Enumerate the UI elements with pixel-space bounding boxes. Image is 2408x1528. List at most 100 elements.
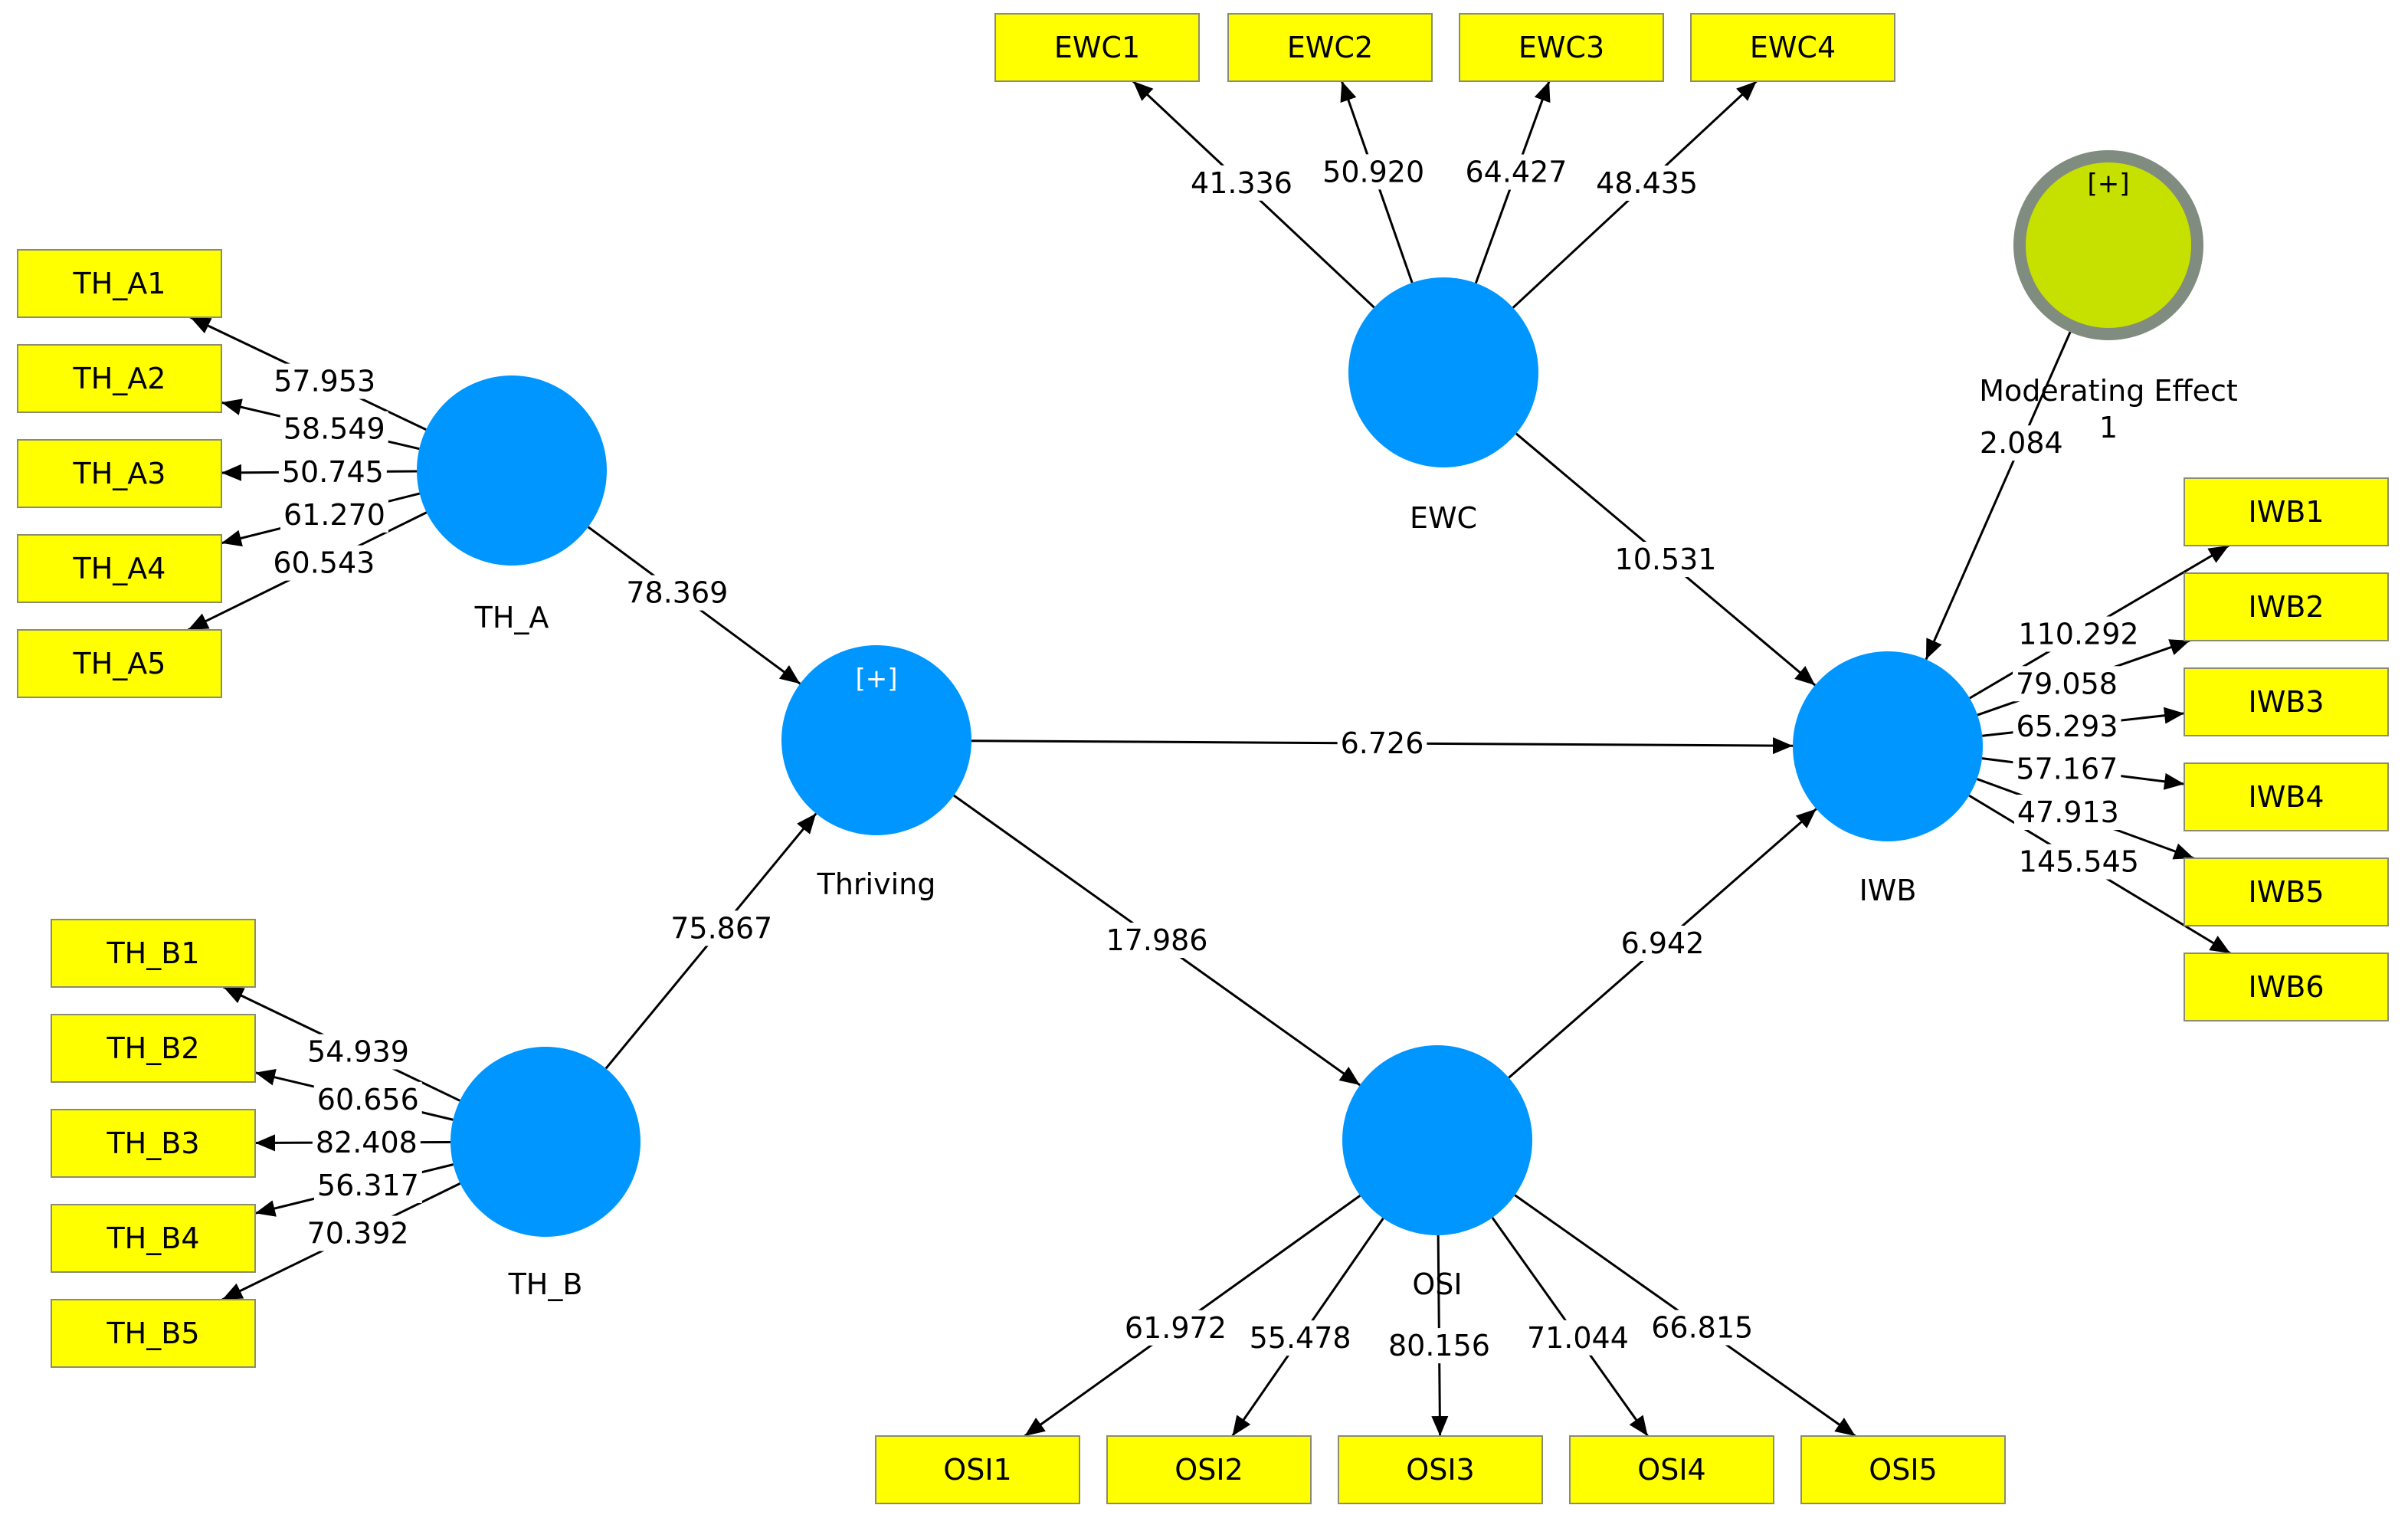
latent-circle-th-a[interactable] — [417, 375, 607, 566]
indicator-th-b5[interactable]: TH_B5 — [51, 1299, 256, 1368]
indicator-th-a1[interactable]: TH_A1 — [17, 249, 222, 318]
loading-value-ewc4-text: 48.435 — [1596, 166, 1698, 200]
indicator-box-ewc3[interactable] — [1459, 13, 1664, 82]
indicator-label-iwb3: IWB3 — [2248, 685, 2324, 719]
indicator-ewc3[interactable]: EWC3 — [1459, 13, 1664, 82]
indicator-box-iwb1[interactable] — [2184, 477, 2389, 546]
indicator-box-th-b5[interactable] — [51, 1299, 256, 1368]
indicator-box-th-b4[interactable] — [51, 1204, 256, 1273]
loading-value-th-a3: 50.745 — [278, 454, 387, 490]
indicator-osi3[interactable]: OSI3 — [1338, 1435, 1543, 1504]
indicator-box-osi2[interactable] — [1106, 1435, 1312, 1504]
indicator-box-th-b1[interactable] — [51, 919, 256, 988]
path-value-mod-to-iwb: 2.084 — [1976, 425, 2066, 461]
path-value-ewc-to-iwb-text: 10.531 — [1615, 543, 1717, 576]
latent-label-th-a: TH_A — [474, 601, 549, 634]
loading-value-osi4-text: 71.044 — [1527, 1321, 1629, 1355]
indicator-ewc2[interactable]: EWC2 — [1227, 13, 1433, 82]
indicator-th-b3[interactable]: TH_B3 — [51, 1109, 256, 1178]
indicator-box-iwb2[interactable] — [2184, 572, 2389, 641]
indicator-box-ewc1[interactable] — [994, 13, 1200, 82]
loading-value-th-b1: 54.939 — [304, 1034, 412, 1070]
indicator-box-th-a3[interactable] — [17, 439, 222, 508]
loading-value-th-b5-bg — [303, 1215, 412, 1251]
indicator-osi2[interactable]: OSI2 — [1106, 1435, 1312, 1504]
path-line-mod-to-iwb — [1925, 326, 2074, 661]
latent-circle-iwb[interactable] — [1793, 651, 1983, 841]
loading-value-th-b3-bg — [312, 1124, 421, 1160]
loading-value-ewc3-text: 64.427 — [1465, 156, 1567, 189]
latent-circle-ewc[interactable] — [1348, 277, 1538, 467]
loading-value-th-b5-text: 70.392 — [307, 1217, 409, 1251]
latent-label-iwb: IWB — [1859, 874, 1917, 907]
indicator-label-th-b2: TH_B2 — [106, 1031, 199, 1065]
indicator-label-th-b3: TH_B3 — [106, 1126, 199, 1160]
latent-th-b[interactable]: TH_B — [450, 1047, 640, 1301]
loading-value-th-a4-bg — [280, 497, 388, 533]
indicator-box-th-b3[interactable] — [51, 1109, 256, 1178]
indicator-box-th-b2[interactable] — [51, 1014, 256, 1083]
indicator-th-b2[interactable]: TH_B2 — [51, 1014, 256, 1083]
latent-iwb[interactable]: IWB — [1793, 651, 1983, 907]
indicator-label-ewc2: EWC2 — [1287, 31, 1373, 64]
indicator-osi4[interactable]: OSI4 — [1569, 1435, 1774, 1504]
indicator-box-th-a4[interactable] — [17, 534, 222, 603]
indicator-box-osi3[interactable] — [1338, 1435, 1543, 1504]
indicator-box-ewc4[interactable] — [1690, 13, 1895, 82]
indicator-box-iwb5[interactable] — [2184, 857, 2389, 926]
latent-circle-th-b[interactable] — [450, 1047, 640, 1237]
moderator-circle[interactable] — [2013, 150, 2203, 340]
loading-value-th-b5: 70.392 — [303, 1215, 412, 1251]
expand-toggle-mod[interactable]: [+] — [2087, 169, 2129, 199]
path-value-thriving-to-iwb: 6.726 — [1337, 726, 1427, 761]
loading-value-th-a5: 60.543 — [270, 545, 378, 581]
indicator-osi1[interactable]: OSI1 — [875, 1435, 1080, 1504]
indicator-box-osi5[interactable] — [1800, 1435, 2006, 1504]
indicator-label-th-b5: TH_B5 — [106, 1317, 199, 1350]
indicator-th-a2[interactable]: TH_A2 — [17, 344, 222, 413]
indicator-box-ewc2[interactable] — [1227, 13, 1433, 82]
indicator-iwb4[interactable]: IWB4 — [2184, 762, 2389, 831]
loading-value-osi5-bg — [1648, 1310, 1757, 1346]
loading-value-iwb4-bg — [2013, 751, 2121, 787]
indicator-label-th-a5: TH_A5 — [73, 647, 166, 680]
latent-circle-osi[interactable] — [1342, 1045, 1532, 1235]
indicator-label-iwb6: IWB6 — [2248, 970, 2324, 1004]
latent-thriving[interactable]: [+]Thriving — [781, 645, 971, 901]
latent-circle-thriving[interactable] — [781, 645, 971, 835]
indicator-th-a4[interactable]: TH_A4 — [17, 534, 222, 603]
indicator-box-th-a2[interactable] — [17, 344, 222, 413]
loading-value-osi2-bg — [1246, 1320, 1355, 1356]
expand-toggle-thriving[interactable]: [+] — [855, 664, 897, 694]
loading-value-osi3-bg — [1385, 1328, 1493, 1364]
indicator-box-osi4[interactable] — [1569, 1435, 1774, 1504]
loading-value-iwb3: 65.293 — [2013, 708, 2121, 744]
loading-value-th-b2-bg — [313, 1081, 422, 1117]
loading-value-ewc1: 41.336 — [1188, 165, 1296, 201]
indicator-iwb5[interactable]: IWB5 — [2184, 857, 2389, 926]
indicator-th-a3[interactable]: TH_A3 — [17, 439, 222, 508]
indicator-box-iwb6[interactable] — [2184, 953, 2389, 1021]
indicator-box-iwb3[interactable] — [2184, 667, 2389, 736]
indicator-th-a5[interactable]: TH_A5 — [17, 629, 222, 698]
indicator-box-th-a1[interactable] — [17, 249, 222, 318]
indicator-ewc4[interactable]: EWC4 — [1690, 13, 1895, 82]
indicator-iwb1[interactable]: IWB1 — [2184, 477, 2389, 546]
indicator-label-ewc4: EWC4 — [1750, 31, 1836, 64]
latent-ewc[interactable]: EWC — [1348, 277, 1538, 535]
indicator-label-iwb1: IWB1 — [2248, 495, 2324, 529]
loading-value-iwb5: 47.913 — [2013, 795, 2122, 831]
indicator-box-iwb4[interactable] — [2184, 762, 2389, 831]
indicator-iwb6[interactable]: IWB6 — [2184, 953, 2389, 1021]
indicator-th-b1[interactable]: TH_B1 — [51, 919, 256, 988]
indicator-iwb2[interactable]: IWB2 — [2184, 572, 2389, 641]
indicator-iwb3[interactable]: IWB3 — [2184, 667, 2389, 736]
latent-th-a[interactable]: TH_A — [417, 375, 607, 634]
latent-osi[interactable]: OSI — [1342, 1045, 1532, 1301]
indicator-box-osi1[interactable] — [875, 1435, 1080, 1504]
indicator-box-th-a5[interactable] — [17, 629, 222, 698]
indicator-th-b4[interactable]: TH_B4 — [51, 1204, 256, 1273]
indicator-ewc1[interactable]: EWC1 — [994, 13, 1200, 82]
indicator-osi5[interactable]: OSI5 — [1800, 1435, 2006, 1504]
